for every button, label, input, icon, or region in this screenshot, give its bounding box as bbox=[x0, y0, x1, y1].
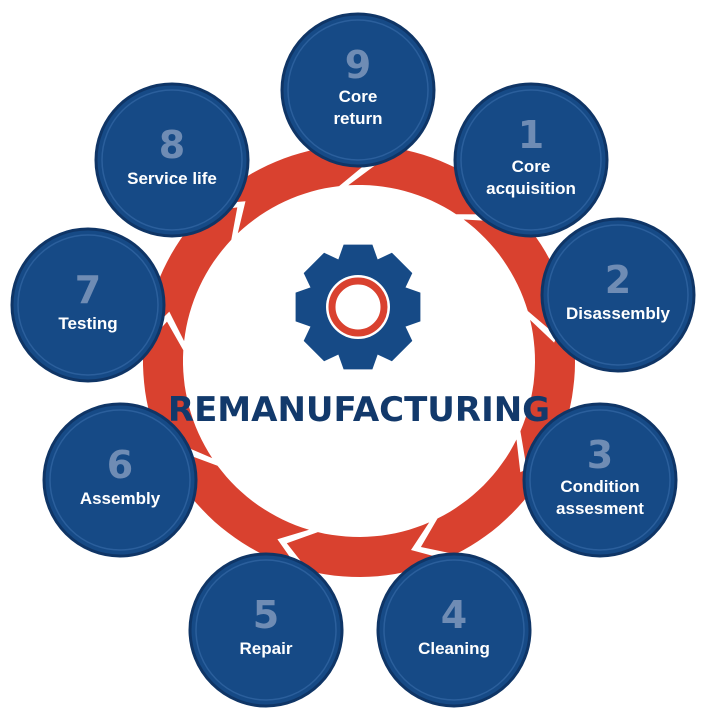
steps: 1Coreacquisition2Disassembly3Conditionas… bbox=[10, 12, 696, 708]
step-circle-inner-border bbox=[529, 409, 671, 551]
step-number: 8 bbox=[159, 123, 185, 167]
step-circle-shape bbox=[10, 227, 166, 383]
gear-hole bbox=[326, 275, 390, 339]
step-circle-shape bbox=[453, 82, 609, 238]
step-label: Cleaning bbox=[418, 639, 490, 658]
step-circle-shape bbox=[376, 552, 532, 708]
step-number: 4 bbox=[441, 593, 467, 637]
step-label: assesment bbox=[556, 499, 644, 518]
step-circle-shape bbox=[522, 402, 678, 558]
cycle-ring bbox=[143, 145, 575, 577]
gear-icon bbox=[295, 244, 421, 370]
step-label: Testing bbox=[58, 314, 117, 333]
ring-arrow-segment bbox=[210, 146, 365, 234]
step-number: 9 bbox=[345, 43, 371, 87]
step-number: 3 bbox=[587, 433, 613, 477]
step-circle-shape bbox=[42, 402, 198, 558]
step-number: 7 bbox=[75, 268, 101, 312]
ring-arrow-segment bbox=[286, 522, 446, 577]
step-label: Core bbox=[339, 87, 378, 106]
step-circle-shape bbox=[540, 217, 696, 373]
step-circle-shape bbox=[94, 82, 250, 238]
step-circle-inner-border bbox=[547, 224, 689, 366]
step-circle-inner-border bbox=[383, 559, 525, 701]
step-circle-inner-border bbox=[195, 559, 337, 701]
step-number: 2 bbox=[605, 258, 631, 302]
step-label: Service life bbox=[127, 169, 217, 188]
step-label: Disassembly bbox=[566, 304, 670, 323]
step-circle-shape bbox=[280, 12, 436, 168]
step-label: return bbox=[333, 109, 382, 128]
ring-arrow-segment bbox=[185, 454, 309, 569]
step-circle-inner-border bbox=[287, 19, 429, 161]
diagram-title: REMANUFACTURING bbox=[168, 390, 550, 430]
step-label: acquisition bbox=[486, 179, 576, 198]
step-label: Core bbox=[512, 157, 551, 176]
step-label: Condition bbox=[560, 477, 639, 496]
step-circle-shape bbox=[188, 552, 344, 708]
step-number: 6 bbox=[107, 443, 133, 487]
step-label: Repair bbox=[240, 639, 293, 658]
ring-arrow-segment bbox=[144, 207, 238, 342]
step-circle-inner-border bbox=[49, 409, 191, 551]
step-label: Assembly bbox=[80, 489, 161, 508]
step-circle-inner-border bbox=[460, 89, 602, 231]
step-circle-inner-border bbox=[17, 234, 159, 376]
gear-inner-ring bbox=[328, 277, 388, 337]
step-number: 1 bbox=[518, 113, 544, 157]
step-circle-inner-border bbox=[101, 89, 243, 231]
step-number: 5 bbox=[253, 593, 279, 637]
ring-arrow-segment bbox=[420, 439, 553, 555]
